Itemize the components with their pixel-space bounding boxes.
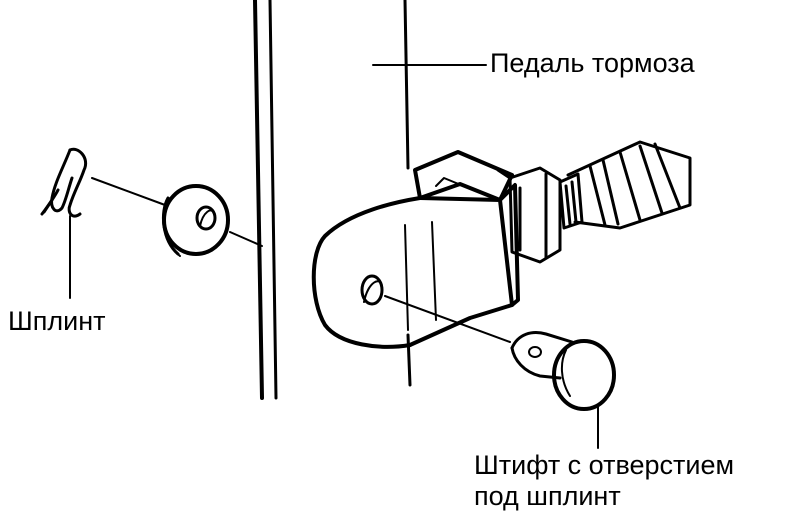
leader-hole-to-pin xyxy=(384,295,511,343)
pedal-lever xyxy=(253,0,278,400)
lock-nut-drawing xyxy=(496,166,562,264)
clevis-drawing xyxy=(311,150,520,349)
leader-washer-to-lever xyxy=(229,231,263,247)
leader-cotter-to-washer xyxy=(91,177,166,206)
cotter-pin-label: Шплинт xyxy=(8,306,106,336)
clevis-pin-label-line2: под шплинт xyxy=(474,481,621,512)
clevis-pin-drawing xyxy=(510,331,616,411)
brake-pedal-label: Педаль тормоза xyxy=(490,48,695,78)
clevis-pin-label: Штифт с отверстием под шплинт xyxy=(474,450,734,512)
push-rod-drawing xyxy=(558,140,692,230)
washer-drawing xyxy=(161,184,230,257)
cotter-pin-drawing xyxy=(40,147,87,218)
clevis-pin-label-line1: Штифт с отверстием xyxy=(474,450,735,480)
